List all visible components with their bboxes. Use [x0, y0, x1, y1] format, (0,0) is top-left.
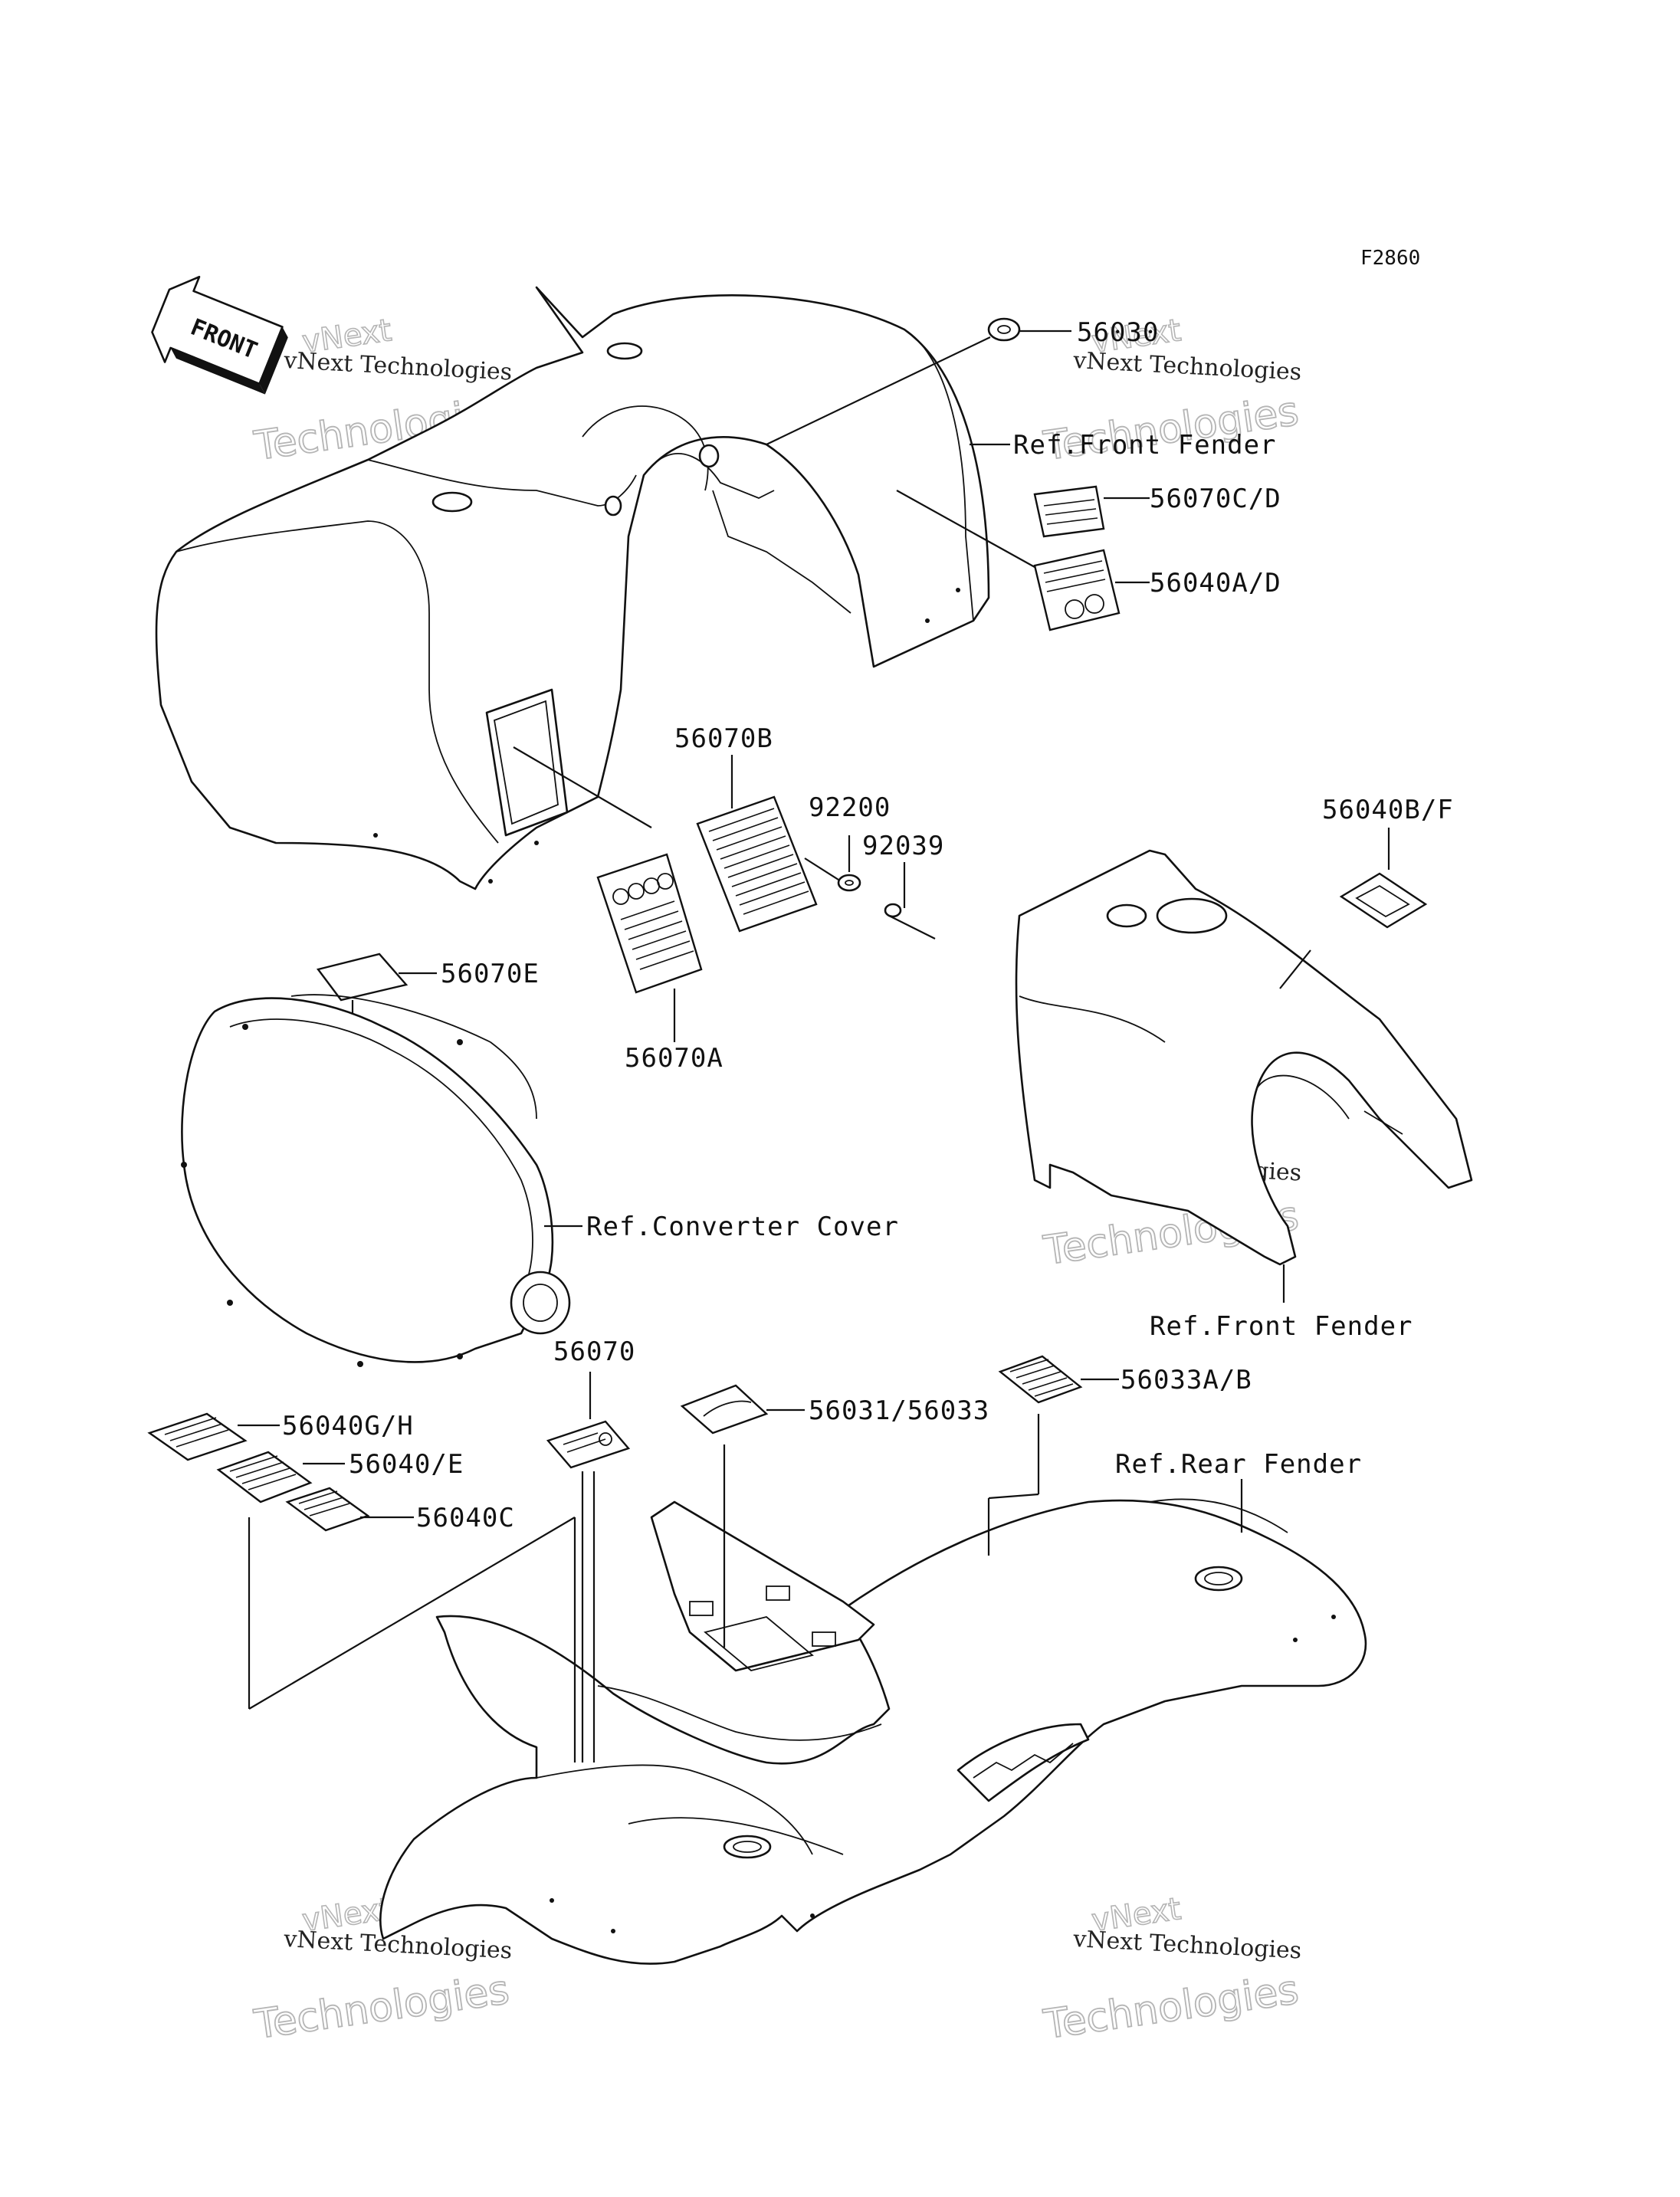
callout-56030: 56030 — [1077, 317, 1159, 348]
callout-56070cd: 56070C/D — [1150, 484, 1281, 514]
callout-56040e: 56040/E — [349, 1449, 464, 1480]
figure-code: F2860 — [1360, 247, 1420, 270]
watermark-line3: Technologies — [251, 1967, 512, 2048]
watermark-line2: vNext Technologies — [283, 347, 513, 386]
watermark-line2: vNext Technologies — [1072, 347, 1302, 386]
front-fender-inner-part — [1015, 828, 1473, 1303]
callout-56070b: 56070B — [674, 723, 773, 754]
decal-56040e — [216, 1451, 345, 1503]
decal-56033ab — [988, 1355, 1119, 1500]
decal-56040gh — [147, 1412, 280, 1461]
callout-ref-front-fender-mid: Ref.Front Fender — [1150, 1311, 1413, 1342]
callout-56070e: 56070E — [441, 959, 540, 989]
callout-ref-converter-cover: Ref.Converter Cover — [586, 1212, 899, 1242]
part-56030-grommet — [766, 317, 1071, 445]
decal-56031-56033 — [680, 1384, 805, 1648]
callout-92039: 92039 — [862, 831, 944, 861]
callout-ref-front-fender-top: Ref.Front Fender — [1013, 430, 1277, 461]
decal-56070b — [513, 746, 818, 933]
callout-56070: 56070 — [553, 1336, 635, 1367]
part-92039-rivet — [884, 862, 936, 939]
decal-56070cd — [1033, 485, 1150, 538]
callout-56033ab: 56033A/B — [1121, 1365, 1252, 1395]
decal-56070e — [316, 953, 437, 1054]
leader-bracket-56040 — [248, 1517, 576, 1763]
callout-ref-rear-fender: Ref.Rear Fender — [1115, 1449, 1362, 1480]
decal-56040bf — [1339, 872, 1428, 929]
converter-cover-part — [181, 994, 582, 1367]
part-92200-washer — [804, 835, 861, 892]
callout-92200: 92200 — [809, 792, 891, 823]
callout-56070a: 56070A — [625, 1043, 724, 1074]
front-arrow-icon: FRONT — [151, 275, 288, 395]
watermark-line3: Technologies — [1041, 1967, 1301, 2048]
callout-56040ad: 56040A/D — [1150, 568, 1281, 598]
callout-56040gh: 56040G/H — [282, 1411, 414, 1441]
callout-56031-56033: 56031/56033 — [809, 1395, 989, 1426]
watermark-line2: vNext Technologies — [1072, 1926, 1302, 1965]
decal-56040c — [285, 1487, 414, 1532]
rear-fender-part — [379, 1479, 1367, 1965]
callout-56040c: 56040C — [416, 1503, 515, 1533]
decal-56070a — [596, 853, 703, 1042]
decal-56070 — [546, 1372, 631, 1763]
callout-56040bf: 56040B/F — [1322, 795, 1454, 825]
watermark-bottom-right: vNext Technologies — [1040, 1890, 1302, 2048]
decal-56040ad — [896, 490, 1150, 631]
